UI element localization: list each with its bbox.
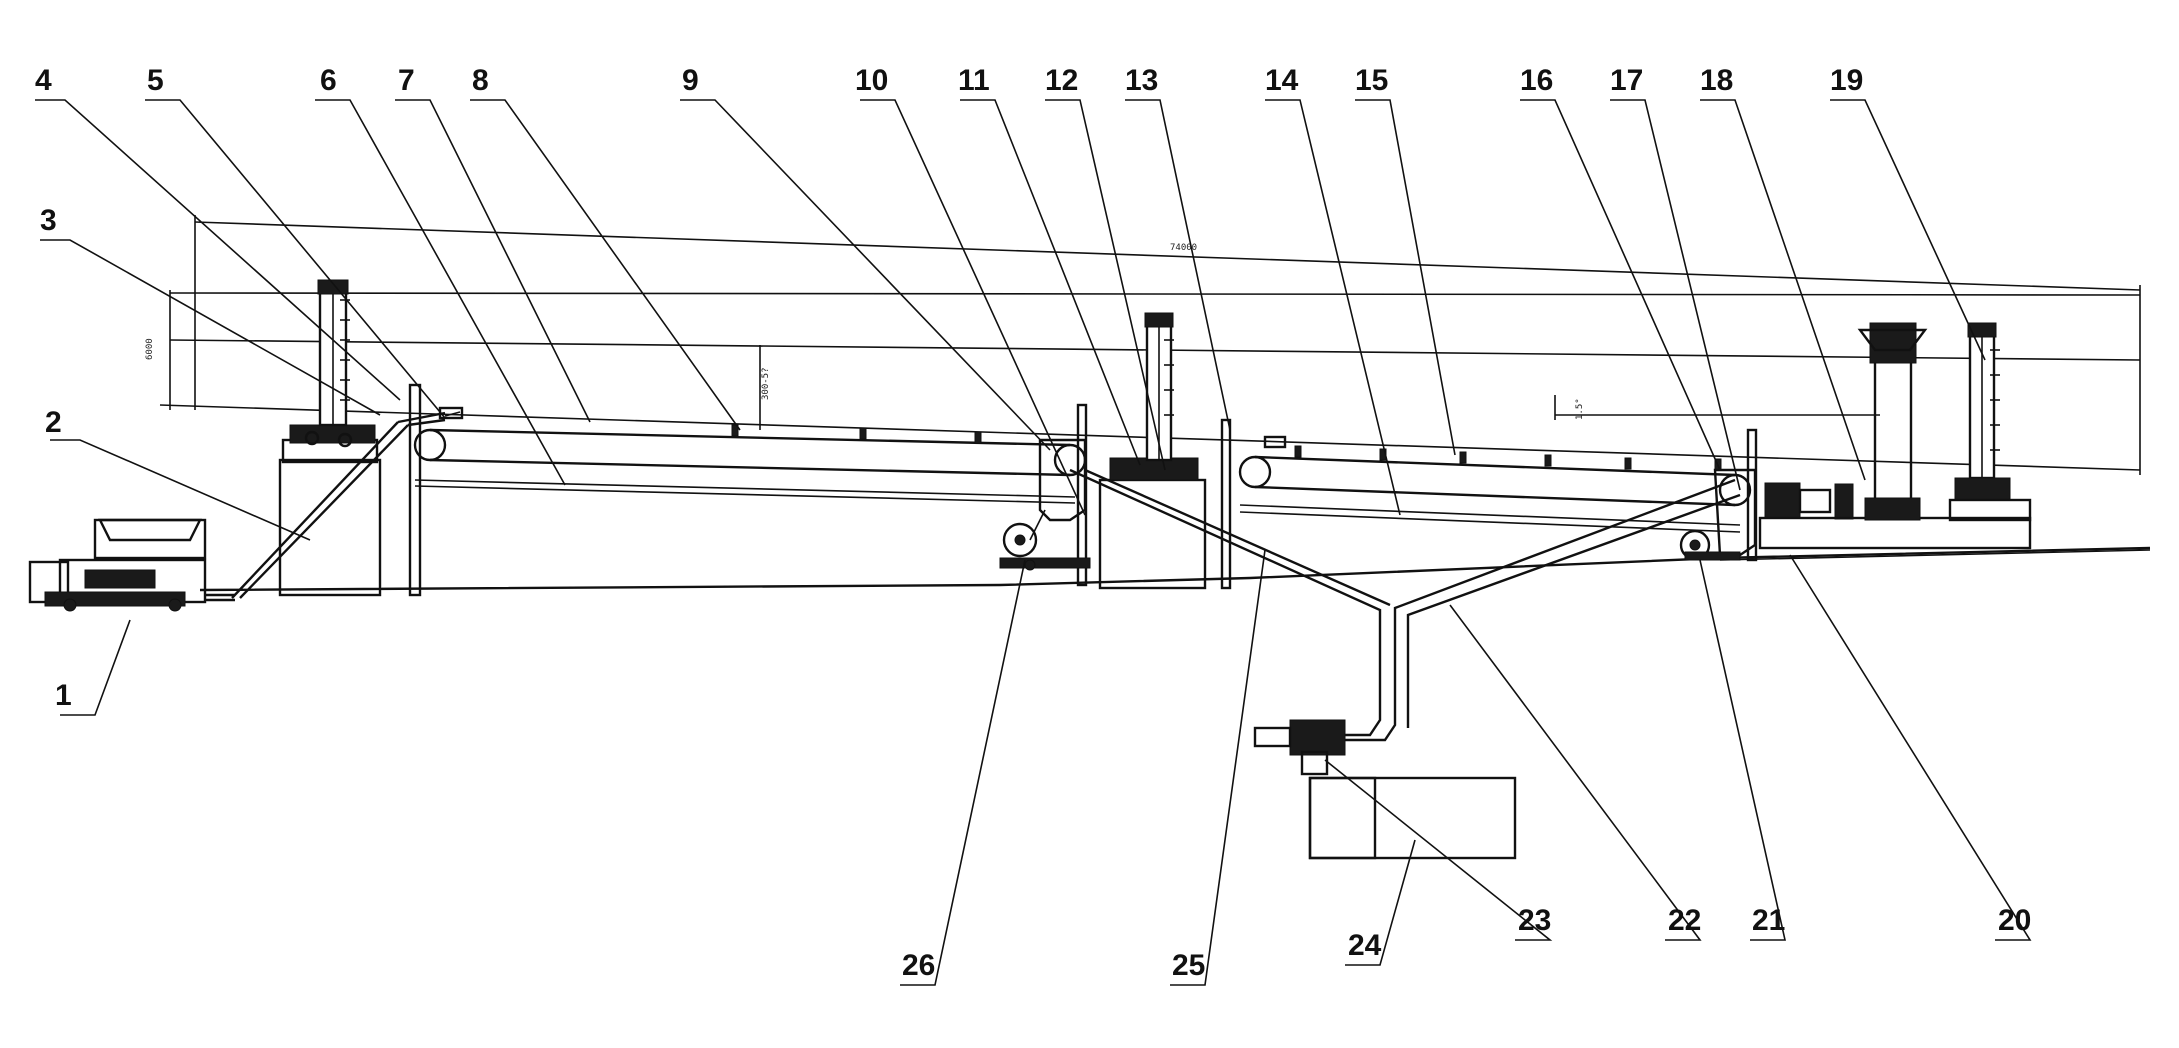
left-lifting-tower bbox=[304, 279, 353, 448]
callout-6: 6 bbox=[320, 64, 337, 97]
beam-note-text: 300-5? bbox=[761, 367, 771, 400]
leader-lines bbox=[35, 99, 2032, 986]
callout-19: 19 bbox=[1830, 64, 1863, 97]
callout-3: 3 bbox=[40, 204, 57, 237]
y-discharge-duct bbox=[1069, 468, 1741, 742]
callout-21: 21 bbox=[1752, 904, 1785, 937]
callout-25: 25 bbox=[1172, 949, 1205, 982]
feed-chute bbox=[231, 411, 446, 599]
slope-text: 1.5° bbox=[1575, 398, 1585, 420]
ground-line bbox=[199, 546, 2151, 592]
callout-1: 1 bbox=[55, 679, 72, 712]
callout-26: 26 bbox=[902, 949, 935, 982]
fan-and-hopper bbox=[1253, 719, 1517, 860]
feeder-machine bbox=[28, 518, 235, 612]
callout-8: 8 bbox=[472, 64, 489, 97]
callout-4: 4 bbox=[35, 64, 52, 97]
middle-support-column bbox=[1076, 403, 1232, 590]
left-support-column bbox=[278, 383, 422, 597]
conveyor-section-b bbox=[1238, 428, 1758, 562]
callout-17: 17 bbox=[1610, 64, 1643, 97]
callout-22: 22 bbox=[1668, 904, 1701, 937]
callout-9: 9 bbox=[682, 64, 699, 97]
callout-16: 16 bbox=[1520, 64, 1553, 97]
callout-24: 24 bbox=[1348, 929, 1382, 962]
right-pump-unit bbox=[1679, 529, 1741, 561]
callout-10: 10 bbox=[855, 64, 888, 97]
left-dimension-text: 6000 bbox=[145, 338, 155, 360]
callout-14: 14 bbox=[1265, 64, 1299, 97]
callout-18: 18 bbox=[1700, 64, 1733, 97]
conveyor-section-a bbox=[413, 406, 1087, 504]
left-collector-unit bbox=[999, 438, 1091, 571]
callout-15: 15 bbox=[1355, 64, 1388, 97]
callout-5: 5 bbox=[147, 64, 164, 97]
callout-12: 12 bbox=[1045, 64, 1078, 97]
middle-lifting-tower bbox=[1144, 312, 1174, 462]
right-drive-unit bbox=[1758, 322, 2032, 550]
right-lifting-tower bbox=[1948, 322, 2032, 522]
callout-labels: 1 2 3 4 5 6 7 8 9 10 11 12 13 14 15 16 1… bbox=[35, 64, 2031, 982]
callout-13: 13 bbox=[1125, 64, 1158, 97]
callout-23: 23 bbox=[1518, 904, 1551, 937]
top-dimension-text: 74000 bbox=[1170, 243, 1197, 253]
callout-11: 11 bbox=[958, 64, 990, 97]
callout-2: 2 bbox=[45, 406, 62, 439]
callout-7: 7 bbox=[398, 64, 415, 97]
callout-20: 20 bbox=[1998, 904, 2031, 937]
